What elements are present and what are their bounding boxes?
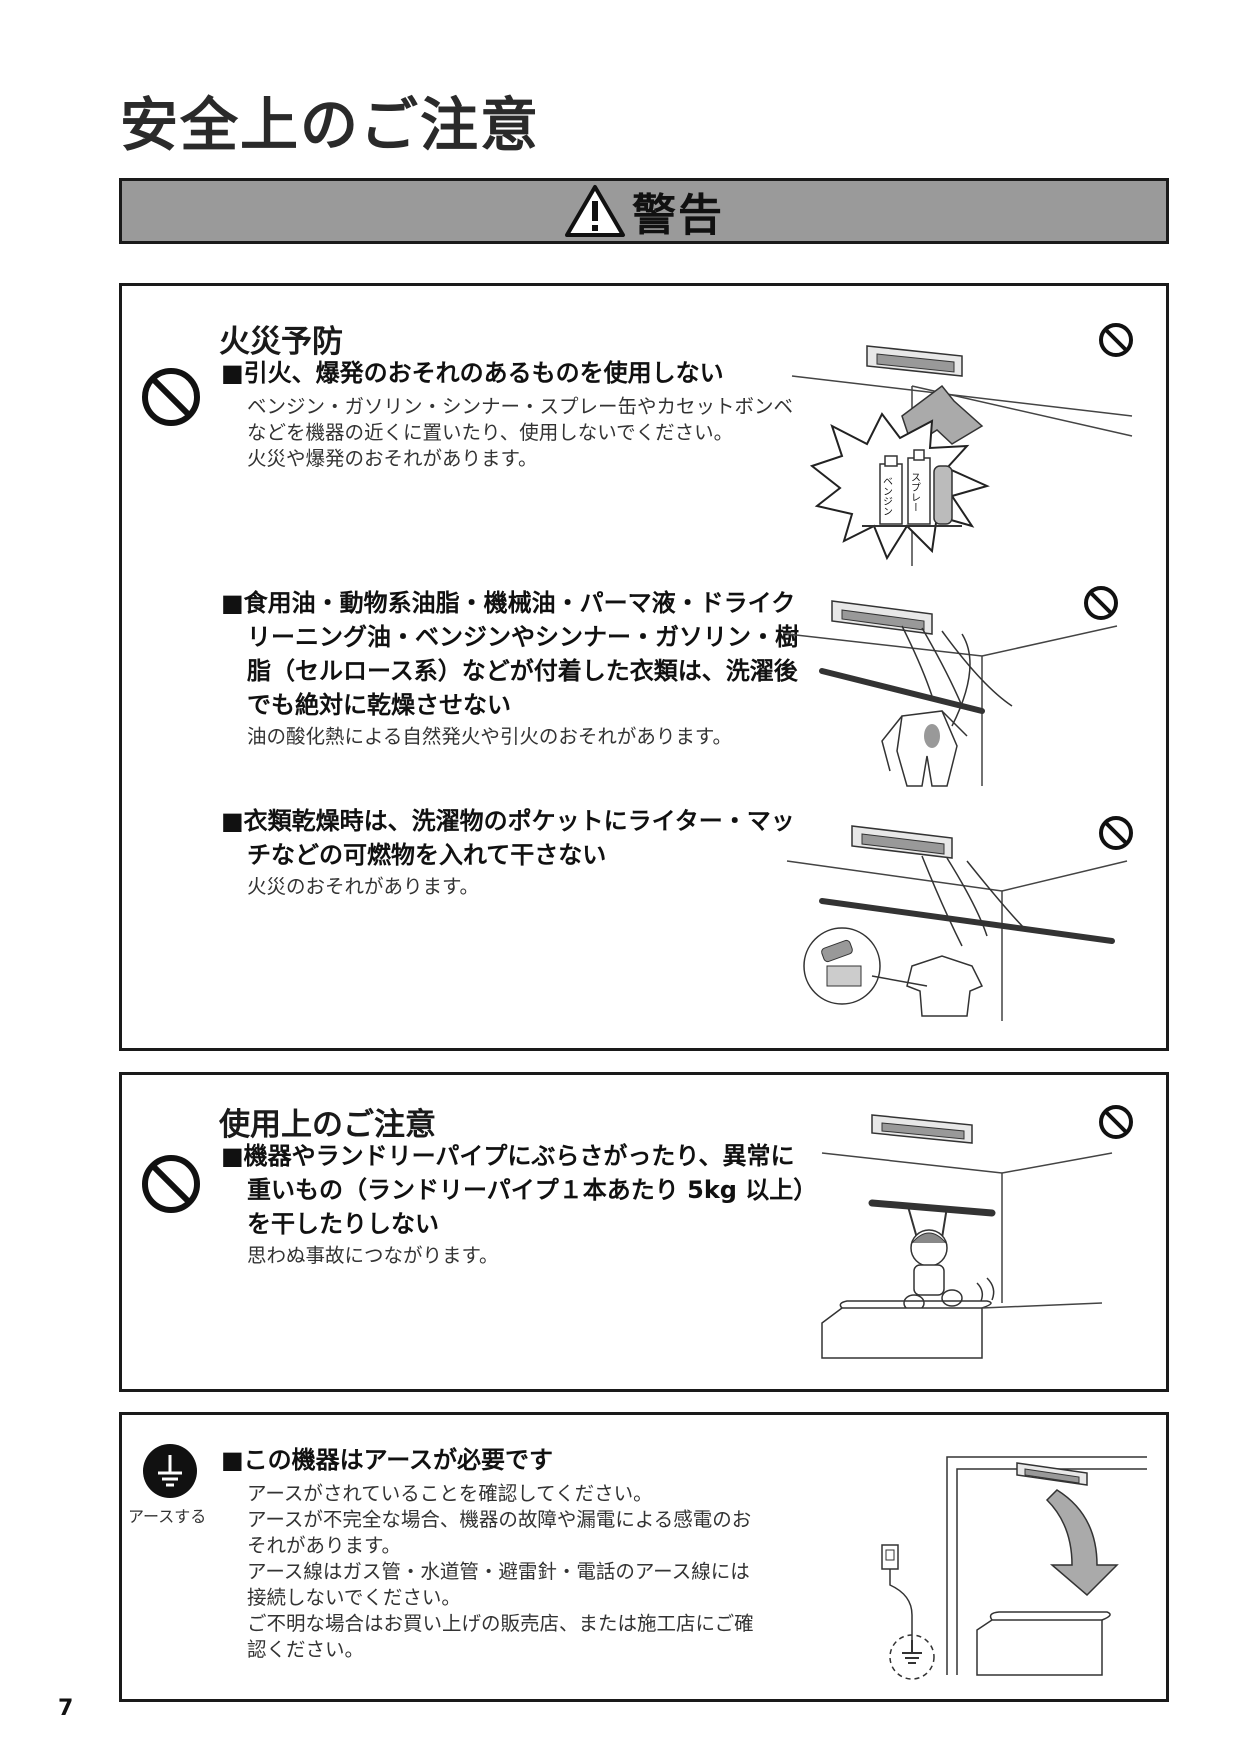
page-title: 安全上のご注意	[120, 91, 541, 159]
usage-caution-section: 使用上のご注意 ■機器やランドリーパイプにぶらさがったり、異常に 重いもの（ラン…	[119, 1072, 1169, 1392]
earth-item-body: アースがされていることを確認してください。 アースが不完全な場合、機器の故障や漏…	[247, 1482, 754, 1661]
usage-item-title: ■機器やランドリーパイプにぶらさがったり、異常に 重いもの（ランドリーパイプ１本…	[221, 1142, 818, 1238]
ground-icon	[143, 1444, 197, 1498]
prohibition-icon	[1084, 586, 1118, 620]
usage-section-heading: 使用上のご注意	[219, 1107, 436, 1143]
hanging-child-illustration	[821, 1114, 1113, 1359]
ceiling-unit-icon	[1016, 1462, 1088, 1486]
earth-icon-label: アースする	[128, 1507, 207, 1526]
warning-triangle-icon	[565, 185, 625, 237]
earth-section: アースする ■この機器はアースが必要です アースがされていることを確認してくださ…	[119, 1412, 1169, 1702]
fire-item-2-title: ■食用油・動物系油脂・機械油・パーマ液・ドライク リーニング油・ベンジンやシンナ…	[221, 589, 799, 719]
fire-item-3-body: 火災のおそれがあります。	[247, 875, 480, 898]
usage-item-body: 思わぬ事故につながります。	[247, 1244, 499, 1267]
fire-item-3-title: ■衣類乾燥時は、洗濯物のポケットにライター・マッ チなどの可燃物を入れて干さない	[221, 807, 795, 869]
fire-item-1-title: ■引火、爆発のおそれのあるものを使用しない	[221, 359, 724, 387]
earth-connection-illustration	[881, 1456, 1147, 1680]
warning-banner: 警告	[119, 178, 1169, 244]
warning-label: 警告	[632, 190, 724, 241]
earth-item-title: ■この機器はアースが必要です	[221, 1446, 554, 1474]
flammables-illustration: ベンジン スプレー	[791, 345, 1133, 566]
can-label-spray: スプレー	[909, 472, 920, 512]
oily-clothes-illustration	[786, 600, 1118, 787]
fire-section-heading: 火災予防	[219, 324, 343, 360]
prohibition-icon	[142, 1155, 200, 1213]
prohibition-icon	[1099, 323, 1133, 357]
page-number: 7	[58, 1696, 74, 1721]
prohibition-icon	[1099, 816, 1133, 850]
can-label-benzine: ベンジン	[881, 476, 893, 516]
ceiling-unit-icon	[871, 1114, 973, 1144]
fire-prevention-section: 火災予防 ■引火、爆発のおそれのあるものを使用しない ベンジン・ガソリン・シンナ…	[119, 283, 1169, 1051]
ceiling-unit-icon	[866, 345, 963, 377]
fire-item-2-body: 油の酸化熱による自然発火や引火のおそれがあります。	[247, 725, 732, 748]
fire-item-1-body: ベンジン・ガソリン・シンナー・スプレー缶やカセットボンベ などを機器の近くに置い…	[247, 395, 794, 470]
ceiling-unit-icon	[831, 600, 933, 635]
prohibition-icon	[1099, 1105, 1133, 1139]
lighter-pocket-illustration	[786, 825, 1128, 1021]
ceiling-unit-icon	[851, 825, 953, 859]
prohibition-icon	[142, 368, 200, 426]
